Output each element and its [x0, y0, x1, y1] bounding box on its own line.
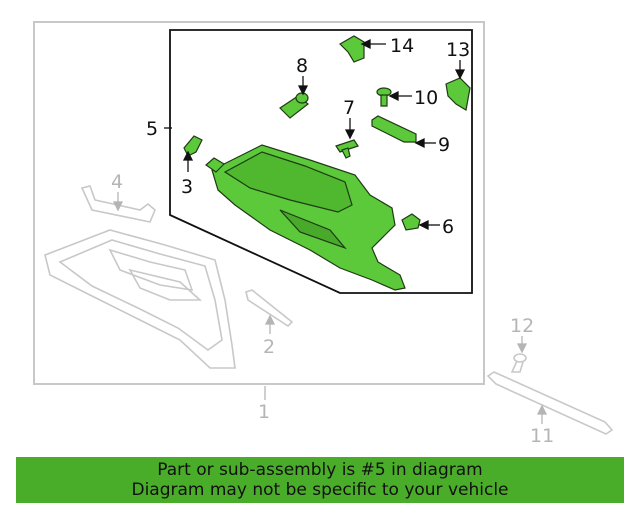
callout-3: 3 — [181, 176, 193, 198]
screw-10-part[interactable] — [376, 87, 392, 107]
callout-9: 9 — [438, 134, 450, 156]
callout-8: 8 — [296, 55, 308, 77]
callout-4: 4 — [111, 171, 123, 193]
rod-2-part[interactable] — [245, 289, 294, 328]
callout-2: 2 — [263, 336, 275, 358]
callout-10: 10 — [414, 87, 438, 109]
trim-11-part[interactable] — [486, 371, 614, 435]
screw-12-part[interactable] — [510, 353, 527, 373]
info-banner: Part or sub-assembly is #5 in diagram Di… — [16, 457, 624, 503]
callout-6: 6 — [442, 216, 454, 238]
callout-5: 5 — [146, 118, 158, 140]
callout-11: 11 — [530, 425, 554, 447]
callout-1: 1 — [258, 401, 270, 423]
callout-13: 13 — [446, 39, 470, 61]
leader-lines-faded — [112, 192, 548, 424]
glove-box-housing-part[interactable] — [205, 144, 406, 291]
pin-7-part[interactable] — [335, 139, 359, 159]
damper-8-part[interactable] — [279, 92, 309, 119]
callout-14: 14 — [390, 35, 414, 57]
callout-12: 12 — [510, 315, 534, 337]
stopper-14-part[interactable] — [339, 35, 365, 63]
callout-7: 7 — [343, 97, 355, 119]
bracket-4-part[interactable] — [80, 185, 156, 223]
banner-line-1: Part or sub-assembly is #5 in diagram — [157, 460, 483, 480]
glove-box-door-part[interactable] — [44, 229, 236, 369]
assembly-frame — [33, 21, 485, 385]
leader-lines — [164, 38, 466, 231]
hinge-9-part[interactable] — [371, 115, 417, 143]
bumper-6-part[interactable] — [401, 213, 421, 231]
banner-line-2: Diagram may not be specific to your vehi… — [131, 480, 509, 500]
